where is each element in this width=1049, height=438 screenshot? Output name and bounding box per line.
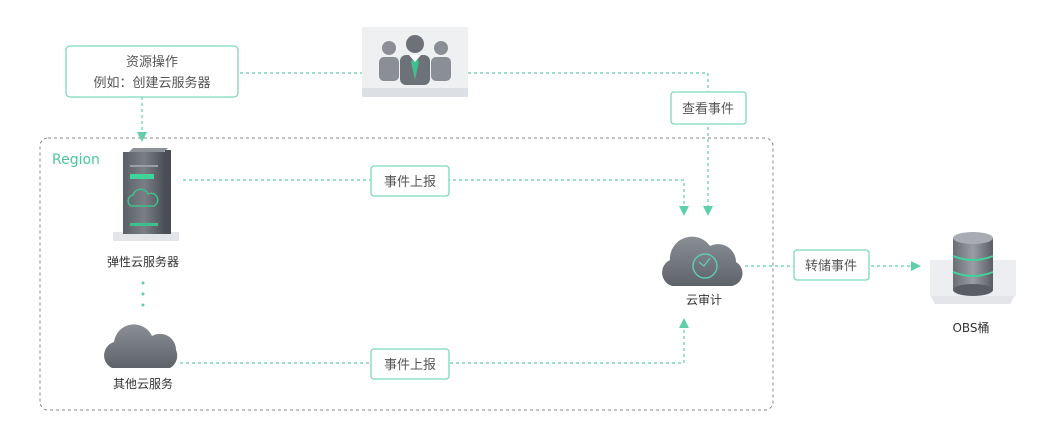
report-event-tag-top: 事件上报 [370,165,450,197]
view-events-text: 查看事件 [682,101,734,117]
server-icon [113,148,179,241]
users-icon [362,27,468,97]
resource-op-line1: 资源操作 [126,54,178,70]
flow-ecs-to-audit [183,179,689,216]
resource-op-tag: 资源操作 例如：创建云服务器 [65,45,239,98]
resource-op-line2: 例如：创建云服务器 [93,75,210,91]
transfer-events-tag: 转储事件 [793,249,870,281]
obs-label: OBS桶 [952,320,989,335]
cloud-audit-icon [662,236,743,286]
database-icon [930,232,1016,304]
report-event-text-bottom: 事件上报 [384,358,436,373]
transfer-events-text: 转储事件 [805,259,857,274]
flow-other-to-audit [180,318,689,364]
other-services-label: 其他云服务 [113,376,173,391]
flow-users-to-audit [468,72,713,216]
region-label: Region [52,152,100,168]
region-border [39,137,774,411]
cloud-audit-label: 云审计 [686,292,722,307]
report-event-tag-bottom: 事件上报 [370,348,450,380]
ecs-label: 弹性云服务器 [107,254,179,269]
view-events-tag: 查看事件 [670,91,747,125]
report-event-text-top: 事件上报 [384,175,436,190]
cloud-icon [104,324,178,368]
vertical-dots [141,281,145,307]
